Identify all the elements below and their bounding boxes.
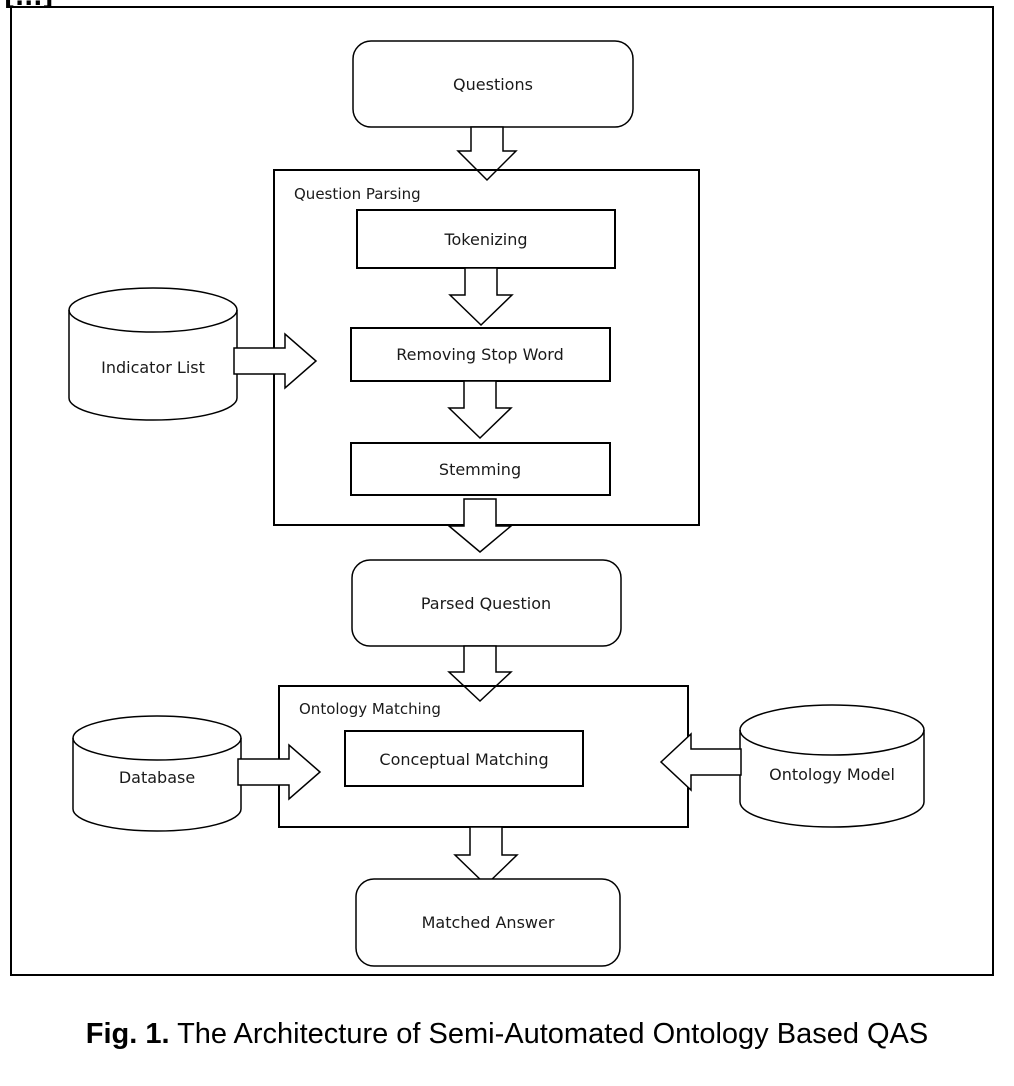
removing-stop-word-box bbox=[350, 327, 611, 382]
arrow-ontology-model-to-conceptual-matching bbox=[659, 732, 742, 792]
matched-answer-label: Matched Answer bbox=[422, 913, 555, 932]
stemming-box bbox=[350, 442, 611, 496]
questions-label: Questions bbox=[453, 75, 533, 94]
conceptual-matching-label: Conceptual Matching bbox=[379, 750, 548, 769]
arrow-removing-to-stemming bbox=[447, 380, 513, 440]
database-cylinder-rim bbox=[72, 737, 242, 761]
figure-caption: Fig. 1. The Architecture of Semi-Automat… bbox=[0, 1018, 1014, 1051]
stemming-label: Stemming bbox=[439, 460, 521, 479]
ontology-model-cylinder bbox=[739, 704, 925, 828]
indicator-list-cylinder bbox=[68, 287, 238, 421]
arrow-parsed-question-to-matching bbox=[447, 645, 513, 703]
indicator-list-cylinder-rim bbox=[68, 309, 238, 333]
figure-caption-label: Fig. 1. bbox=[85, 1018, 170, 1050]
removing-stop-word-label: Removing Stop Word bbox=[396, 345, 564, 364]
arrow-indicator-list-to-removing bbox=[233, 332, 318, 390]
tokenizing-label: Tokenizing bbox=[443, 230, 527, 249]
arrow-questions-to-parsing bbox=[456, 126, 518, 182]
question-parsing-label: Question Parsing bbox=[294, 185, 421, 203]
ontology-model-label: Ontology Model bbox=[769, 765, 895, 784]
figure-caption-text: The Architecture of Semi-Automated Ontol… bbox=[177, 1018, 929, 1050]
ontology-model-cylinder-rim bbox=[739, 729, 925, 756]
ontology-matching-label: Ontology Matching bbox=[299, 700, 441, 718]
matched-answer-box bbox=[355, 878, 621, 967]
indicator-list-label: Indicator List bbox=[101, 358, 205, 377]
database-cylinder bbox=[72, 715, 242, 832]
arrow-parsing-to-parsed-question bbox=[446, 498, 514, 553]
arrow-tokenizing-to-removing bbox=[448, 267, 514, 327]
database-label: Database bbox=[119, 768, 195, 787]
arrow-matching-to-matched-answer bbox=[453, 826, 519, 887]
heading-fragment: [...] bbox=[4, 0, 53, 11]
arrow-database-to-conceptual-matching bbox=[237, 743, 322, 801]
figure-frame bbox=[10, 6, 994, 976]
parsed-question-label: Parsed Question bbox=[421, 594, 551, 613]
conceptual-matching-box bbox=[344, 730, 584, 787]
